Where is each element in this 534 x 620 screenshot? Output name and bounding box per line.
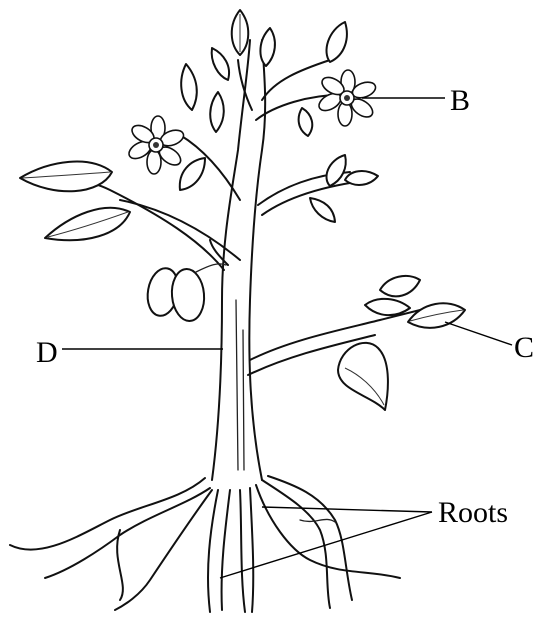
pointer-roots-upper	[262, 507, 432, 512]
pointer-c	[445, 322, 512, 345]
fruits	[144, 264, 226, 322]
root-system	[10, 476, 400, 612]
flower-left	[126, 116, 186, 174]
label-c: C	[514, 331, 534, 364]
label-roots: Roots	[438, 496, 508, 529]
label-d: D	[36, 336, 58, 369]
label-b: B	[450, 84, 470, 117]
stem	[30, 40, 440, 480]
